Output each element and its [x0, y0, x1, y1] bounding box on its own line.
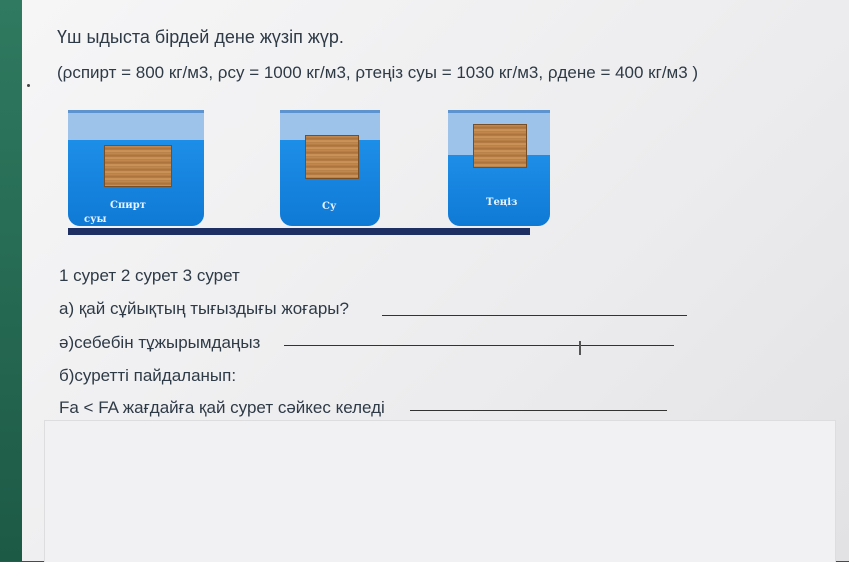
bullet-dot	[27, 84, 30, 87]
question-card: Үш ыдыста бірдей дене жүзіп жүр. (ρспирт…	[22, 0, 849, 562]
figure-captions: 1 сурет 2 сурет 3 сурет	[59, 266, 240, 285]
vessel-label-line1: Спирт	[110, 200, 146, 211]
vessel-label-line2: суы	[84, 214, 107, 225]
question-title: Үш ыдыста бірдей дене жүзіп жүр.	[57, 27, 344, 47]
question-c: Fa < FA жағдайға қай сурет сәйкес келеді	[59, 398, 385, 417]
question-a: а) қай сұйықтың тығыздығы жоғары?	[59, 299, 349, 318]
vessel-label: Су	[322, 201, 337, 212]
answer-line-c	[410, 410, 667, 411]
floating-block	[305, 135, 359, 179]
vessel-rim	[448, 110, 550, 113]
text-cursor	[579, 341, 581, 355]
vessel-3: Теңіз	[448, 110, 550, 226]
vessel-2: Су	[280, 110, 380, 226]
left-background-strip	[0, 0, 22, 561]
answer-line-a	[382, 315, 687, 316]
vessel-1: Спирт суы	[68, 110, 204, 226]
vessel-label: Спирт суы	[82, 199, 192, 226]
answer-line-ae	[284, 345, 674, 346]
answer-input-area[interactable]	[44, 420, 836, 562]
vessel-rim	[68, 110, 204, 113]
vessel-label: Теңіз	[486, 197, 518, 208]
table-surface	[68, 228, 530, 235]
question-b: б)суретті пайдаланып:	[59, 366, 237, 385]
vessel-rim	[280, 110, 380, 113]
floating-block	[104, 145, 172, 187]
question-ae: ә)себебін тұжырымдаңыз	[59, 333, 261, 352]
floating-block	[473, 124, 527, 168]
vessels-figure: Спирт суы Су Теңіз	[68, 105, 550, 237]
densities-line: (ρспирт = 800 кг/м3, ρсу = 1000 кг/м3, ρ…	[57, 63, 699, 82]
